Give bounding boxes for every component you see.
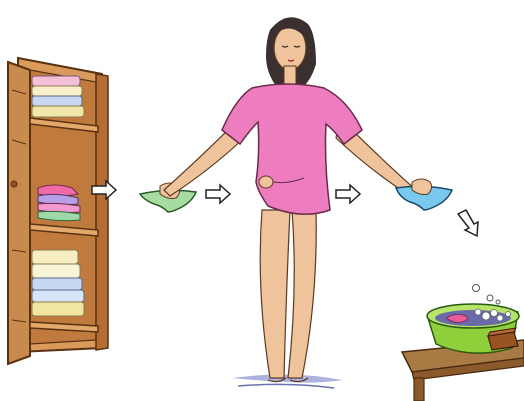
woman-figure-icon — [164, 17, 416, 388]
arrow-right-icon — [206, 185, 230, 203]
wardrobe-icon — [8, 58, 108, 364]
soap-icon — [488, 328, 518, 350]
arrow-right-icon — [336, 185, 360, 203]
arrow-down-right-icon — [458, 210, 478, 236]
